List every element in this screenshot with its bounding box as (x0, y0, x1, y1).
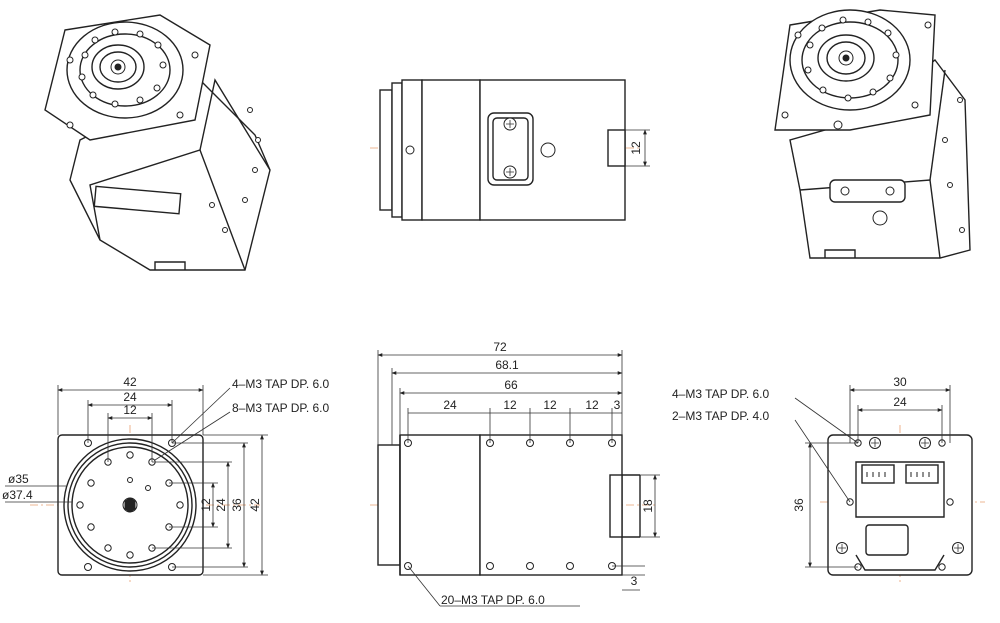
dim-3-b: 3 (631, 574, 638, 588)
dim-dia-37-4: ø37.4 (2, 488, 33, 502)
dim-3-a: 3 (614, 398, 621, 412)
dim-12-c: 12 (585, 398, 599, 412)
isometric-view-left (44, 14, 271, 271)
top-side-view: 12 (370, 79, 650, 221)
note-back-4-m3-tap: 4–M3 TAP DP. 6.0 (672, 387, 769, 401)
dim-front-24-height: 24 (214, 498, 228, 512)
dim-12-side: 12 (629, 141, 643, 155)
isometric-view-right (774, 9, 971, 259)
dim-front-12-height: 12 (199, 498, 213, 512)
dim-66: 66 (504, 378, 518, 392)
dim-68-1: 68.1 (495, 358, 519, 372)
dim-back-30: 30 (893, 375, 907, 389)
dim-18: 18 (641, 499, 655, 513)
dim-back-36: 36 (792, 498, 806, 512)
side-view: 72 68.1 66 24 12 12 12 3 18 3 20–M3 TAP … (370, 340, 660, 607)
note-back-2-m3-tap: 2–M3 TAP DP. 4.0 (672, 409, 769, 423)
dim-72: 72 (493, 340, 507, 354)
back-view: 30 24 36 4–M3 TAP DP. 6.0 2–M3 TAP DP. 4… (672, 375, 985, 585)
dim-front-42-height: 42 (248, 498, 262, 512)
dim-12-a: 12 (503, 398, 517, 412)
dim-front-12-width: 12 (123, 403, 137, 417)
note-front-8-m3-tap: 8–M3 TAP DP. 6.0 (232, 401, 329, 415)
dim-back-24: 24 (893, 395, 907, 409)
dim-front-24-width: 24 (123, 390, 137, 404)
dim-dia-35: ø35 (8, 472, 29, 486)
dim-12-b: 12 (543, 398, 557, 412)
back-screw-icons (836, 437, 964, 554)
dim-front-36-height: 36 (230, 498, 244, 512)
dim-24: 24 (443, 398, 457, 412)
note-front-4-m3-tap: 4–M3 TAP DP. 6.0 (232, 377, 329, 391)
front-view: 42 24 12 12 24 36 42 ø35 ø37.4 4–M3 TAP … (2, 375, 329, 585)
note-side-20-m3-tap: 20–M3 TAP DP. 6.0 (441, 593, 545, 607)
dim-front-42-width: 42 (123, 375, 137, 389)
